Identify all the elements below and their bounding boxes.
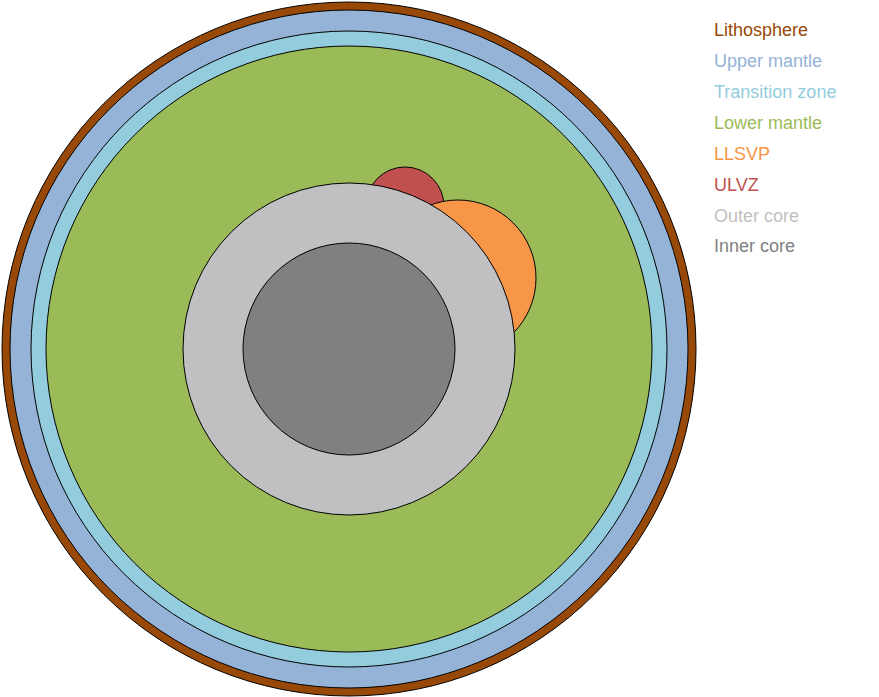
outer-core-layer <box>183 183 515 515</box>
legend: LithosphereUpper mantleTransition zoneLo… <box>714 0 879 280</box>
legend-label: Transition zone <box>714 82 836 102</box>
legend-label: Upper mantle <box>714 51 822 71</box>
transition-zone-layer <box>31 31 667 667</box>
legend-entry: LLSVP <box>714 143 770 165</box>
legend-entry: ULVZ <box>714 174 759 196</box>
legend-label: ULVZ <box>714 175 759 195</box>
legend-label: Inner core <box>714 236 795 256</box>
lower-mantle-layer <box>46 46 652 652</box>
upper-mantle-layer <box>10 10 688 688</box>
legend-entry: Inner core <box>714 235 795 257</box>
legend-entry: Transition zone <box>714 81 836 103</box>
legend-label: Outer core <box>714 206 799 226</box>
lithosphere-layer <box>2 2 696 696</box>
inner-core-layer <box>243 243 455 455</box>
legend-entry: Lower mantle <box>714 112 822 134</box>
legend-entry: Outer core <box>714 205 799 227</box>
legend-entry: Lithosphere <box>714 19 808 41</box>
legend-label: Lower mantle <box>714 113 822 133</box>
legend-label: LLSVP <box>714 144 770 164</box>
legend-entry: Upper mantle <box>714 50 822 72</box>
legend-label: Lithosphere <box>714 20 808 40</box>
